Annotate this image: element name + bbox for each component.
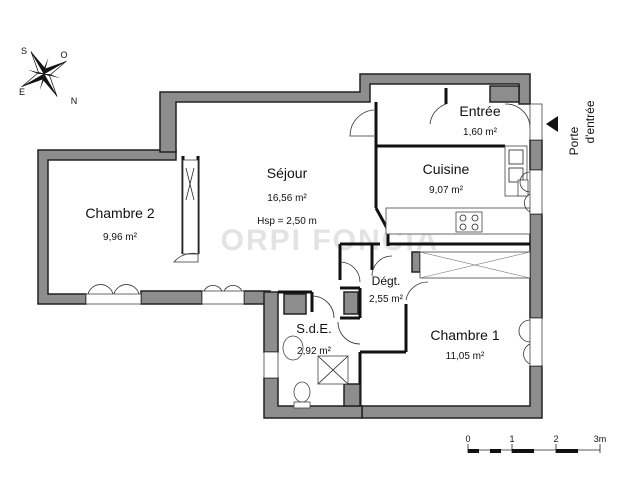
svg-text:1,60 m²: 1,60 m² — [463, 127, 498, 138]
room-label-chambre-1: Chambre 1 11,05 m² — [430, 327, 499, 362]
room-label-sejour: Séjour 16,56 m² Hsp = 2,50 m — [257, 165, 317, 227]
svg-text:11,05 m²: 11,05 m² — [446, 351, 485, 362]
compass-label-e: E — [19, 87, 25, 97]
compass-rose-icon — [21, 51, 67, 97]
room-label-sde: S.d.E. 2,92 m² — [296, 321, 331, 357]
svg-text:2,92 m²: 2,92 m² — [297, 346, 332, 357]
svg-text:Cuisine: Cuisine — [423, 161, 470, 177]
room-label-entree: Entrée 1,60 m² — [459, 103, 500, 138]
svg-text:16,56 m²: 16,56 m² — [267, 193, 307, 204]
doors — [173, 103, 531, 345]
svg-text:Hsp = 2,50 m: Hsp = 2,50 m — [257, 216, 317, 227]
wardrobes — [182, 159, 531, 279]
kitchen-fixtures — [385, 145, 531, 235]
svg-text:d'entrée: d'entrée — [583, 100, 597, 143]
svg-text:2,55 m²: 2,55 m² — [369, 294, 404, 305]
compass-label-o: O — [60, 50, 67, 60]
exterior-walls — [37, 73, 543, 419]
svg-text:Porte: Porte — [567, 126, 581, 155]
svg-text:Chambre 1: Chambre 1 — [430, 327, 499, 343]
room-label-chambre-2: Chambre 2 9,96 m² — [85, 205, 154, 243]
svg-text:S.d.E.: S.d.E. — [296, 321, 331, 336]
room-label-cuisine: Cuisine 9,07 m² — [423, 161, 470, 196]
svg-text:Dégt.: Dégt. — [372, 274, 401, 288]
svg-text:2: 2 — [553, 434, 558, 444]
svg-text:Entrée: Entrée — [459, 103, 500, 119]
svg-text:3m: 3m — [594, 434, 607, 444]
room-label-degt: Dégt. 2,55 m² — [369, 274, 404, 305]
entrance-arrow-icon — [546, 116, 558, 132]
compass-label-s: S — [21, 46, 27, 56]
compass-label-n: N — [71, 96, 78, 106]
entrance-marker: Porte d'entrée — [546, 100, 597, 155]
svg-text:1: 1 — [509, 434, 514, 444]
svg-text:9,96 m²: 9,96 m² — [103, 232, 138, 243]
windows — [85, 103, 543, 379]
scale-bar: 0 1 2 3m — [465, 434, 606, 453]
svg-text:Séjour: Séjour — [267, 165, 308, 181]
svg-text:Chambre 2: Chambre 2 — [85, 205, 154, 221]
svg-text:9,07 m²: 9,07 m² — [429, 185, 464, 196]
bathroom-fixtures — [282, 335, 349, 409]
svg-text:0: 0 — [465, 434, 470, 444]
